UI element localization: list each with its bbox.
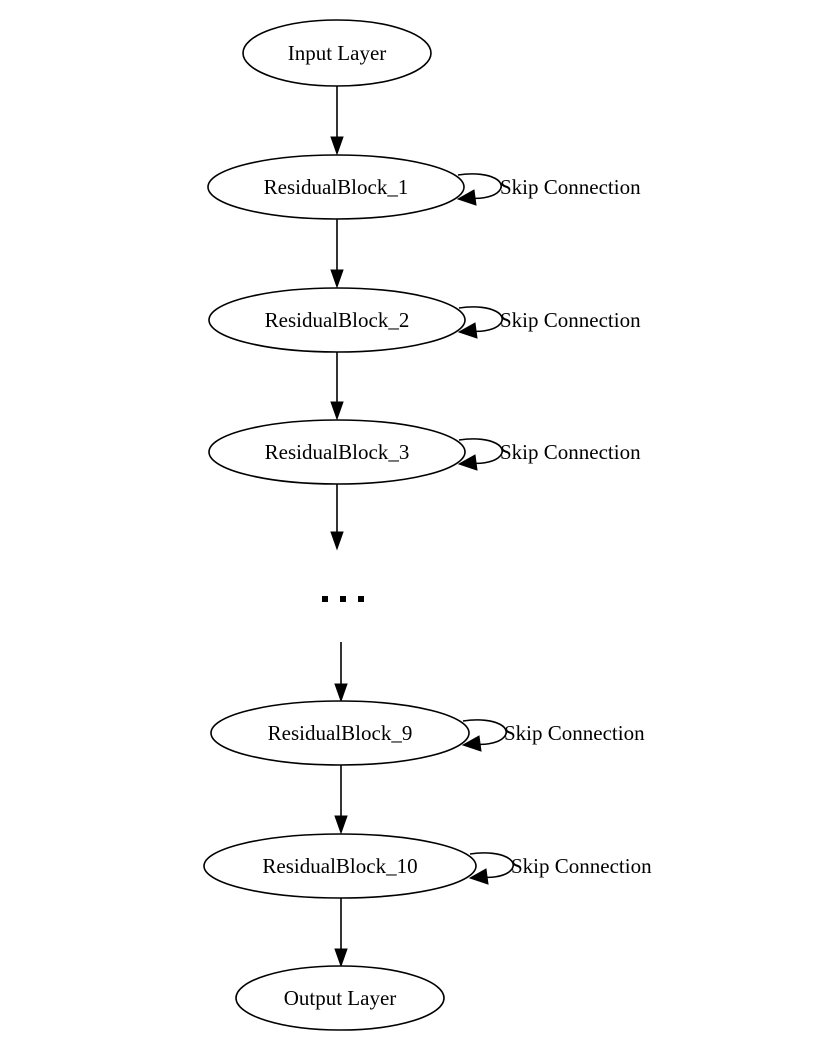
node-input-layer: Input Layer <box>242 19 432 87</box>
edge-block-2-to-block-3 <box>330 352 344 421</box>
residual-block-9-label: ResidualBlock_9 <box>268 721 413 745</box>
skip-connection-label-10: Skip Connection <box>511 854 652 878</box>
skip-connection-label-9: Skip Connection <box>504 721 645 745</box>
node-residual-block-9: ResidualBlock_9 Skip Connection <box>210 700 645 766</box>
input-layer-label: Input Layer <box>288 41 387 65</box>
output-layer-label: Output Layer <box>284 986 397 1010</box>
arrow-head <box>330 269 344 289</box>
edge-block-10-to-output <box>334 898 348 968</box>
edge-input-to-block-1 <box>330 86 344 156</box>
arrow-head <box>334 683 348 703</box>
residual-block-1-ellipse <box>207 154 465 220</box>
loop-arrow-head <box>456 189 477 206</box>
residual-block-1-label: ResidualBlock_1 <box>264 175 409 199</box>
skip-connection-label-3: Skip Connection <box>500 440 641 464</box>
skip-connection-loop-1 <box>456 173 503 206</box>
residual-block-10-label: ResidualBlock_10 <box>262 854 417 878</box>
loop-arrow-head <box>457 322 478 339</box>
arrow-head <box>330 401 344 421</box>
ellipsis-omitted-blocks <box>322 596 364 602</box>
node-residual-block-1: ResidualBlock_1 Skip Connection <box>207 154 641 220</box>
arrow-head <box>330 531 344 551</box>
node-residual-block-3: ResidualBlock_3 Skip Connection <box>208 419 641 485</box>
residual-block-2-label: ResidualBlock_2 <box>265 308 410 332</box>
loop-arrow-head <box>468 868 489 885</box>
skip-connection-loop-9 <box>461 719 508 752</box>
skip-connection-loop-3 <box>457 438 504 471</box>
skip-connection-loop-2 <box>457 306 504 339</box>
skip-connection-label-1: Skip Connection <box>500 175 641 199</box>
node-residual-block-2: ResidualBlock_2 Skip Connection <box>208 287 641 353</box>
skip-connection-label-2: Skip Connection <box>500 308 641 332</box>
arrow-head <box>334 948 348 968</box>
node-output-layer: Output Layer <box>235 965 445 1031</box>
edge-block-1-to-block-2 <box>330 219 344 289</box>
residual-block-10-ellipse <box>203 833 477 899</box>
edge-ellipsis-to-block-9 <box>334 642 348 703</box>
skip-connection-loop-10 <box>468 852 515 885</box>
loop-arrow-head <box>461 735 482 752</box>
residual-block-3-label: ResidualBlock_3 <box>265 440 410 464</box>
residual-block-9-ellipse <box>210 700 470 766</box>
edge-block-9-to-block-10 <box>334 765 348 835</box>
arrow-head <box>334 815 348 835</box>
edge-block-3-to-ellipsis <box>330 484 344 551</box>
loop-arrow-head <box>457 454 478 471</box>
node-residual-block-10: ResidualBlock_10 Skip Connection <box>203 833 652 899</box>
arrow-head <box>330 136 344 156</box>
output-layer-ellipse <box>235 965 445 1031</box>
